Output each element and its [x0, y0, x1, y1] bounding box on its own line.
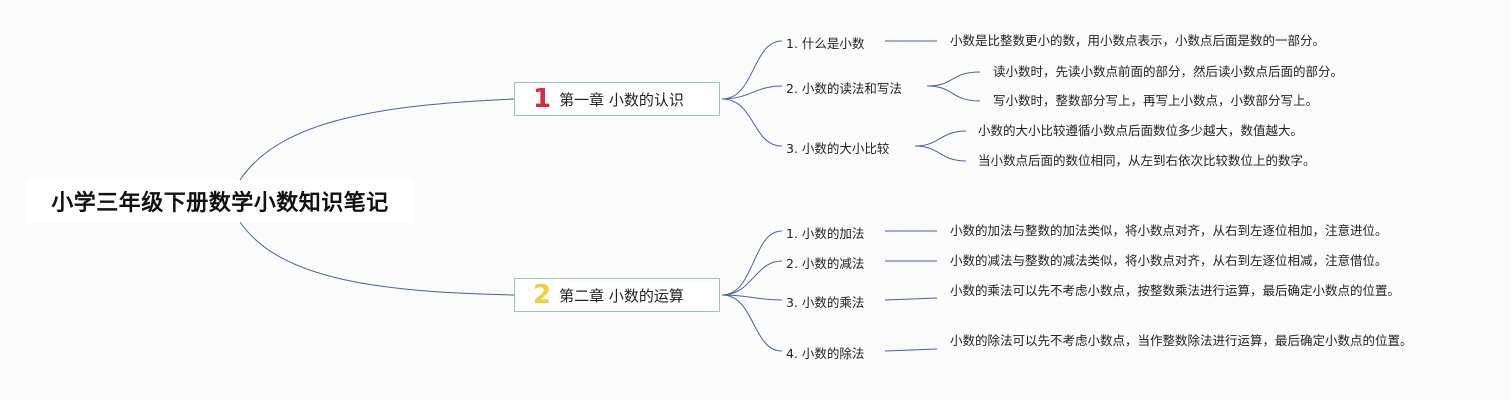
detail-compare-rule-2: 当小数点后面的数位相同，从左到右依次比较数位上的数字。	[978, 153, 1316, 168]
connector-root-ch2	[239, 221, 515, 296]
root-title[interactable]: 小学三年级下册数学小数知识笔记	[26, 180, 414, 222]
topic-reading-writing[interactable]: 2. 小数的读法和写法	[786, 81, 902, 96]
topic-what-is-decimal[interactable]: 1. 什么是小数	[786, 36, 865, 51]
connector-ch1-t1	[721, 40, 783, 100]
chapter-2-node[interactable]: 2 第二章 小数的运算	[514, 278, 720, 312]
connector-ch2-t3-d1	[884, 297, 938, 301]
detail-addition: 小数的加法与整数的加法类似，将小数点对齐，从右到左逐位相加，注意进位。	[950, 223, 1388, 238]
connector-ch2-t1	[721, 230, 783, 296]
connector-ch1-t2-d2	[926, 85, 981, 102]
detail-multiplication: 小数的乘法可以先不考虑小数点，按整数乘法进行运算，最后确定小数点的位置。	[950, 283, 1401, 298]
chapter-1-title: 第一章 小数的认识	[559, 90, 684, 109]
connector-ch2-t2	[721, 260, 783, 296]
connector-ch2-t3	[721, 294, 783, 301]
connector-root-ch1	[239, 98, 515, 181]
detail-subtraction: 小数的减法与整数的减法类似，将小数点对齐，从右到左逐位相减，注意借位。	[950, 253, 1388, 268]
detail-compare-rule-1: 小数的大小比较遵循小数点后面数位多少越大，数值越大。	[978, 123, 1304, 138]
detail-division: 小数的除法可以先不考虑小数点，当作整数除法进行运算，最后确定小数点的位置。	[950, 333, 1413, 348]
chapter-2-number-icon: 2	[533, 280, 552, 310]
chapter-2-title: 第二章 小数的运算	[559, 286, 684, 305]
chapter-1-node[interactable]: 1 第一章 小数的认识	[514, 82, 720, 116]
topic-subtraction[interactable]: 2. 小数的减法	[786, 256, 865, 271]
chapter-1-number-icon: 1	[533, 84, 552, 114]
detail-writing-rule: 写小数时，整数部分写上，再写上小数点，小数部分写上。	[993, 93, 1319, 108]
topic-multiplication[interactable]: 3. 小数的乘法	[786, 295, 865, 310]
connector-ch1-t3-d1	[914, 130, 967, 147]
topic-addition[interactable]: 1. 小数的加法	[786, 226, 865, 241]
connector-ch1-t3	[721, 98, 783, 147]
connector-ch2-t4-d1	[884, 348, 938, 352]
topic-size-comparison[interactable]: 3. 小数的大小比较	[786, 141, 890, 156]
connector-ch1-t2-d1	[926, 71, 981, 87]
topic-division[interactable]: 4. 小数的除法	[786, 346, 865, 361]
detail-what-is-decimal: 小数是比整数更小的数，用小数点表示，小数点后面是数的一部分。	[950, 33, 1326, 48]
connector-ch2-t4	[721, 294, 783, 352]
connector-ch1-t2	[721, 85, 783, 100]
connector-ch1-t3-d2	[914, 145, 967, 162]
detail-reading-rule: 读小数时，先读小数点前面的部分，然后读小数点后面的部分。	[993, 64, 1344, 79]
